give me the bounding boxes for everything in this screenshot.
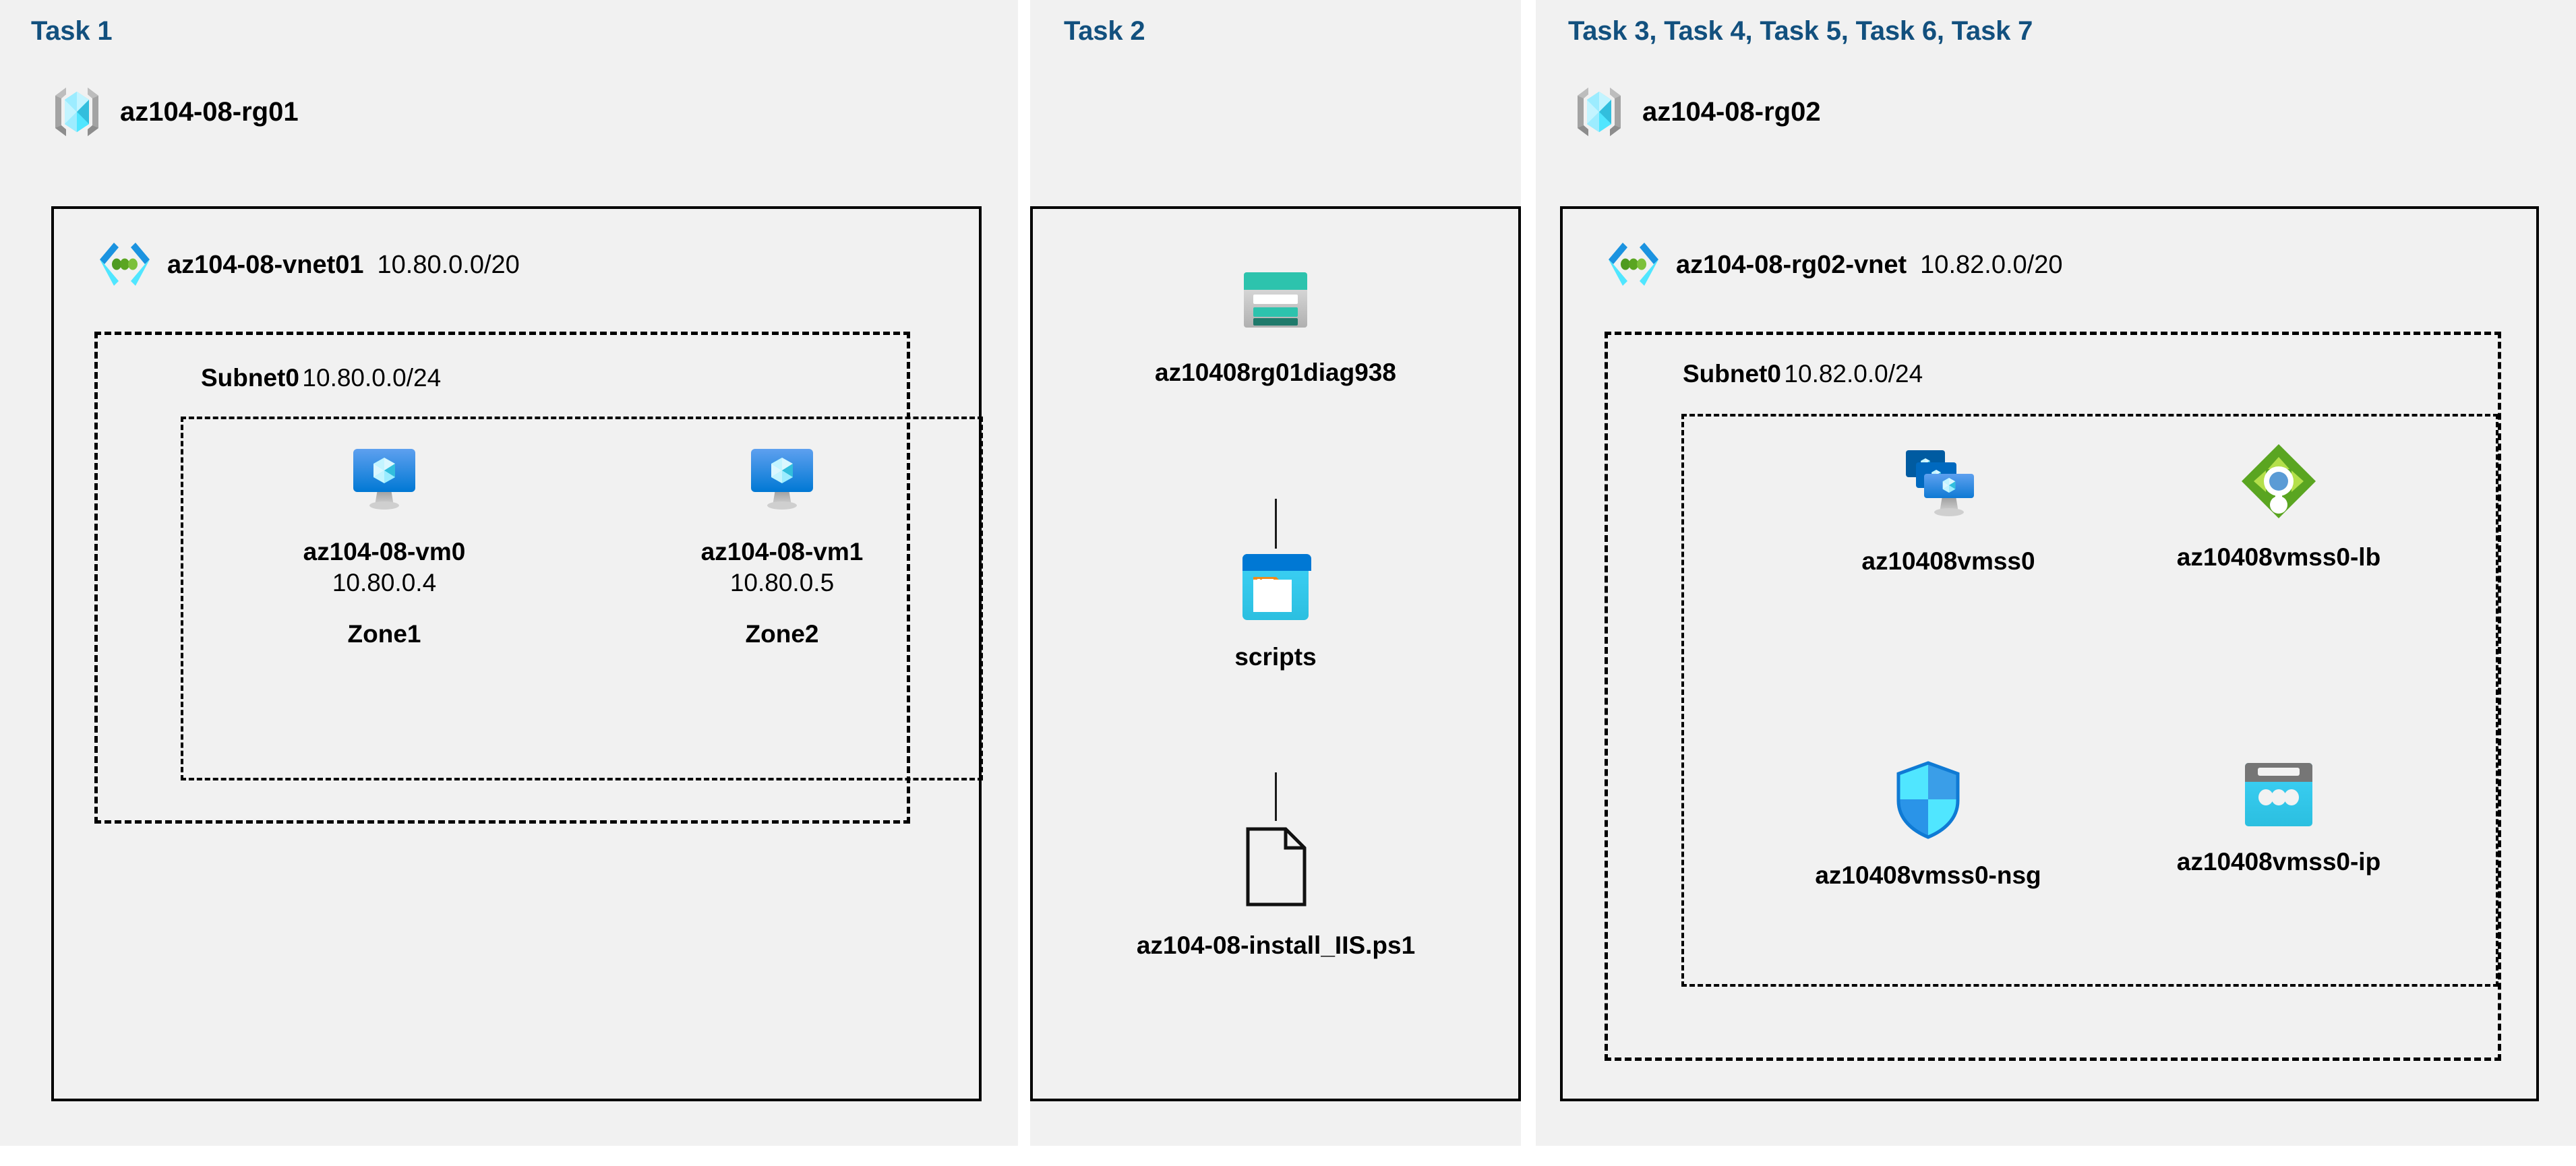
connector-blob-to-file [1275,772,1277,821]
blob-container-icon [1240,551,1311,623]
virtual-machine-icon [747,445,817,515]
vm-name: az104-08-vm1 [700,538,864,565]
load-balancer-node[interactable]: az10408vmss0-lb [2130,442,2427,572]
vm-ip-address: 10.80.0.5 [729,569,835,596]
resource-group-rg01[interactable]: az104-08-rg01 [49,84,299,140]
vnet-cidr: 10.80.0.0/20 [377,250,520,279]
virtual-machine-icon [349,445,419,515]
vm-zone: Zone1 [347,620,421,648]
storage-account-node[interactable]: az10408rg01diag938 [1155,263,1396,387]
vm-ip-address: 10.80.0.4 [332,569,437,596]
task2-container-box [1030,206,1521,1101]
vm-scale-set-icon [1905,445,1992,526]
vm-zone: Zone2 [745,620,819,648]
vnet-cidr: 10.82.0.0/20 [1920,250,2063,279]
availability-zone-box [181,417,983,780]
vm-node-0[interactable]: az104-08-vm0 10.80.0.4 Zone1 [283,445,485,648]
vnet-header-rg02[interactable]: az104-08-rg02-vnet 10.82.0.0/20 [1605,241,2062,288]
vm-name: az104-08-vm0 [303,538,466,565]
file-node[interactable]: az104-08-install_IIS.ps1 [1137,826,1415,960]
resource-group-rg02[interactable]: az104-08-rg02 [1571,84,1821,140]
vnet-name: az104-08-vnet01 [167,250,364,279]
resource-group-name: az104-08-rg01 [120,96,299,127]
task-label-2: Task 2 [1064,16,1145,46]
load-balancer-icon [2240,442,2318,520]
subnet-name: Subnet0 [201,364,299,392]
resource-group-icon [1571,84,1627,140]
subnet-cidr: 10.82.0.0/24 [1784,360,1923,388]
blob-container-node[interactable]: scripts [1208,551,1343,671]
nsg-node[interactable]: az10408vmss0-nsg [1760,760,2097,890]
panel-task-1 [0,0,1018,1146]
vnet-name: az104-08-rg02-vnet [1676,250,1907,279]
load-balancer-name: az10408vmss0-lb [2176,543,2381,571]
resources-group-box [1681,414,2498,987]
storage-account-name: az10408rg01diag938 [1155,359,1396,386]
public-ip-address-icon [2242,762,2316,826]
task-label-1: Task 1 [31,16,113,46]
subnet-box-rg02 [1605,332,2501,1061]
storage-account-icon [1238,263,1313,337]
vnet-container-rg02-vnet [1560,206,2539,1101]
vnet-header-vnet01[interactable]: az104-08-vnet01 10.80.0.0/20 [96,241,520,288]
file-name: az104-08-install_IIS.ps1 [1136,931,1416,959]
public-ip-name: az10408vmss0-ip [2176,848,2381,876]
subnet-cidr: 10.80.0.0/24 [302,364,442,392]
virtual-network-icon [96,241,154,288]
vm-node-1[interactable]: az104-08-vm1 10.80.0.5 Zone2 [681,445,883,648]
subnet-header-rg02: Subnet0 10.82.0.0/24 [1683,360,1923,388]
public-ip-node[interactable]: az10408vmss0-ip [2130,762,2427,876]
virtual-network-icon [1605,241,1663,288]
connector-storage-to-blob [1275,499,1277,549]
subnet-name: Subnet0 [1683,360,1781,388]
vmss-node[interactable]: az10408vmss0 [1807,445,2090,576]
resource-group-name: az104-08-rg02 [1642,96,1821,127]
resource-group-icon [49,84,105,140]
blob-container-name: scripts [1234,643,1317,671]
subnet-box-task1 [94,332,910,824]
network-security-group-icon [1894,760,1962,840]
subnet-header-task1: Subnet0 10.80.0.0/24 [201,364,441,392]
vmss-name: az10408vmss0 [1861,547,2035,575]
file-document-icon [1244,826,1309,907]
nsg-name: az10408vmss0-nsg [1815,861,2041,889]
panel-task-3-to-7 [1536,0,2576,1146]
task-label-3-to-7: Task 3, Task 4, Task 5, Task 6, Task 7 [1568,16,2033,46]
